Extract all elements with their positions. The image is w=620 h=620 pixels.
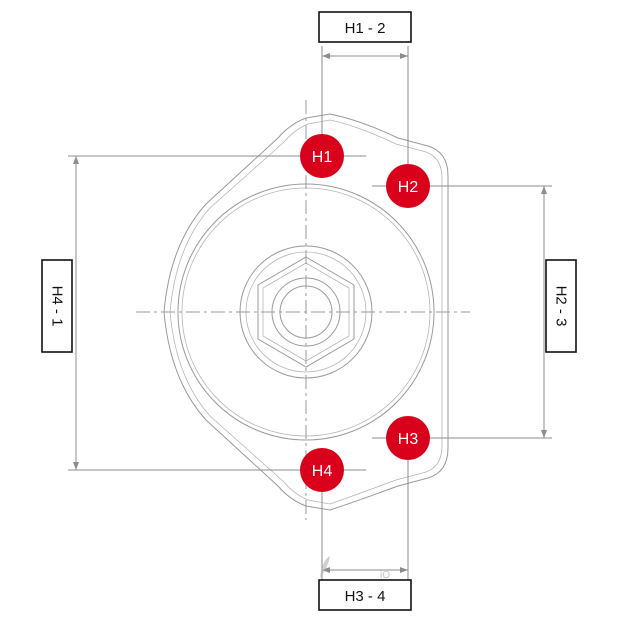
dim-arrow-right-top	[541, 186, 547, 194]
watermark: iO	[320, 556, 390, 581]
dim-arrow-top-left	[322, 53, 330, 59]
dim-arrow-left-top	[73, 156, 79, 164]
dim-label-left-text: H4 - 1	[49, 286, 66, 327]
hole-h4: H4	[300, 448, 344, 492]
dim-arrow-bottom-left	[322, 567, 330, 573]
hole-h1: H1	[300, 134, 344, 178]
dim-label-right-text: H2 - 3	[553, 286, 570, 327]
dim-arrow-bottom-right	[400, 567, 408, 573]
watermark-text: iO	[380, 570, 390, 581]
dim-label-top-text: H1 - 2	[345, 20, 386, 37]
dim-label-bottom-text: H3 - 4	[345, 588, 386, 605]
hole-h1-label: H1	[312, 149, 333, 166]
watermark-leaf-icon	[320, 556, 330, 578]
hole-h2-label: H2	[398, 179, 419, 196]
dim-arrow-top-right	[400, 53, 408, 59]
hole-h2: H2	[386, 164, 430, 208]
dim-label-top: H1 - 2	[318, 11, 412, 43]
dim-arrow-right-bottom	[541, 430, 547, 438]
hole-h3-label: H3	[398, 431, 419, 448]
hole-h3: H3	[386, 416, 430, 460]
dim-label-right: H2 - 3	[545, 259, 577, 353]
hex-nut	[257, 256, 355, 368]
dim-label-bottom: H3 - 4	[318, 579, 412, 611]
flange-outline-inner	[169, 119, 443, 505]
hole-h4-label: H4	[312, 463, 333, 480]
dim-label-left: H4 - 1	[41, 259, 73, 353]
dim-arrow-left-bottom	[73, 462, 79, 470]
